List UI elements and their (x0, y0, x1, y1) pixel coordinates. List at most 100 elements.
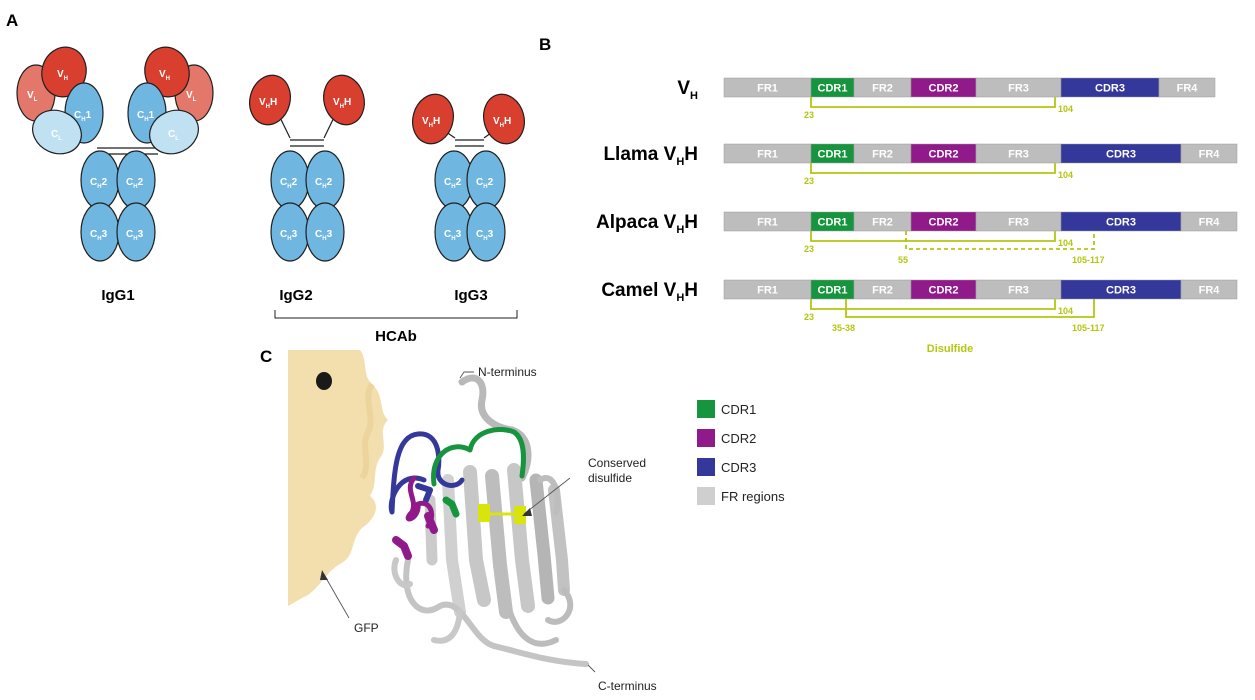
igg1-cl-right (149, 109, 199, 155)
svg-text:VH: VH (159, 69, 170, 82)
gfp-surface (288, 350, 388, 606)
disulfide-caption: Disulfide (927, 343, 973, 355)
svg-text:CH3: CH3 (90, 229, 108, 242)
svg-text:CH2: CH2 (126, 177, 144, 190)
igg1-ch3-left (80, 202, 120, 262)
segment-fr4-label: FR4 (1199, 217, 1221, 229)
svg-text:VL: VL (27, 90, 38, 103)
igg1-vh-left (41, 46, 87, 98)
svg-text:VHH: VHH (493, 116, 511, 129)
svg-text:VHH: VHH (422, 116, 440, 129)
nanobody-ribbon (388, 374, 589, 667)
segment-fr3-label: FR3 (1008, 285, 1029, 297)
disulfide-pos-104: 104 (1058, 170, 1073, 180)
segment-cdr1-label: CDR1 (818, 149, 848, 161)
igg3-ch2-right (466, 150, 506, 210)
svg-text:CH3: CH3 (315, 229, 333, 242)
disulfide-bracket-conserved (810, 299, 1056, 310)
igg3-domain-labels: VHH VHH CH2 CH2 CH3 CH3 (422, 116, 511, 242)
svg-text:CH3: CH3 (280, 229, 298, 242)
segment-fr1-label: FR1 (757, 285, 778, 297)
segment-cdr3-label: CDR3 (1106, 217, 1136, 229)
igg1-label: IgG1 (101, 287, 134, 304)
segment-cdr1-label: CDR1 (818, 83, 848, 95)
row-label: Alpaca VHH (596, 212, 698, 236)
panel-a-letter: A (6, 11, 18, 30)
svg-text:VHH: VHH (259, 97, 277, 110)
igg2-ch3-right (305, 202, 345, 262)
disulfide-bracket-extra (845, 299, 1095, 318)
row-label-post: H (684, 280, 698, 301)
svg-text:VL: VL (186, 90, 197, 103)
disulfide-pos-23: 23 (804, 312, 814, 322)
segment-fr1-label: FR1 (757, 149, 778, 161)
segment-cdr2-label: CDR2 (929, 217, 959, 229)
svg-text:CH1: CH1 (137, 110, 155, 123)
legend-label: CDR2 (721, 431, 756, 446)
cdr1-loop (431, 426, 527, 487)
svg-text:CL: CL (51, 129, 62, 142)
disulfide-pos-35-38: 35-38 (832, 323, 855, 333)
igg3-ch3-right (466, 202, 506, 262)
legend-swatch (697, 458, 715, 476)
panel-b-letter: B (539, 35, 551, 54)
row-label: Llama VHH (603, 144, 698, 168)
row-label-sub: H (690, 90, 698, 102)
hcab-label: HCAb (375, 328, 417, 345)
row-label: Camel VHH (601, 280, 698, 304)
legend-swatch (697, 487, 715, 505)
svg-text:CL: CL (168, 129, 179, 142)
igg1-ch2-right (116, 150, 156, 210)
segment-fr1-label: FR1 (757, 83, 778, 95)
disulfide-bracket-conserved (810, 231, 1056, 242)
segment-fr2-label: FR2 (872, 149, 893, 161)
igg2-antibody (249, 74, 365, 262)
row-label-main: Alpaca V (596, 212, 677, 233)
disulfide-pos-23: 23 (804, 244, 814, 254)
svg-text:CH2: CH2 (280, 177, 298, 190)
igg3-vhh-left (412, 93, 454, 145)
conserved-disulfide-label-2: disulfide (588, 471, 632, 485)
disulfide-pos-104: 104 (1058, 306, 1073, 316)
svg-text:CH3: CH3 (444, 229, 462, 242)
svg-text:CH3: CH3 (126, 229, 144, 242)
segment-cdr3-label: CDR3 (1095, 83, 1125, 95)
cdr2-loop (405, 475, 435, 529)
segment-fr4 (1180, 143, 1238, 164)
svg-text:CH2: CH2 (90, 177, 108, 190)
panel-c-annotations (325, 371, 596, 673)
igg1-vh-right (144, 46, 190, 98)
row-label-main: Llama V (603, 144, 676, 165)
row-label-main: Camel V (601, 280, 676, 301)
svg-text:CH2: CH2 (476, 177, 494, 190)
segment-cdr2-label: CDR2 (929, 285, 959, 297)
segment-fr2-label: FR2 (872, 83, 893, 95)
legend-label: FR regions (721, 489, 785, 504)
segment-fr3-label: FR3 (1008, 83, 1029, 95)
legend-swatch (697, 400, 715, 418)
segment-cdr2-label: CDR2 (929, 83, 959, 95)
row-label-post: H (684, 212, 698, 233)
segment-cdr1-label: CDR1 (818, 217, 848, 229)
disulfide-bracket-extra (905, 231, 1095, 250)
segment-fr4 (1180, 279, 1238, 300)
row-label-sub: H (676, 156, 684, 168)
segment-fr1-label: FR1 (757, 217, 778, 229)
svg-text:VH: VH (57, 69, 68, 82)
svg-text:VHH: VHH (333, 97, 351, 110)
igg1-antibody (16, 46, 214, 262)
igg1-cl-left (32, 109, 82, 155)
segment-cdr1-label: CDR1 (818, 285, 848, 297)
svg-text:CH2: CH2 (444, 177, 462, 190)
igg2-ch3-left (270, 202, 310, 262)
c-terminus-label: C-terminus (598, 679, 657, 693)
cdr3-loop (388, 431, 465, 515)
legend-label: CDR3 (721, 460, 756, 475)
igg3-vhh-right (483, 93, 525, 145)
igg2-domain-labels: VHH VHH CH2 CH2 CH3 CH3 (259, 97, 351, 242)
disulfide-bracket-conserved (810, 97, 1056, 108)
